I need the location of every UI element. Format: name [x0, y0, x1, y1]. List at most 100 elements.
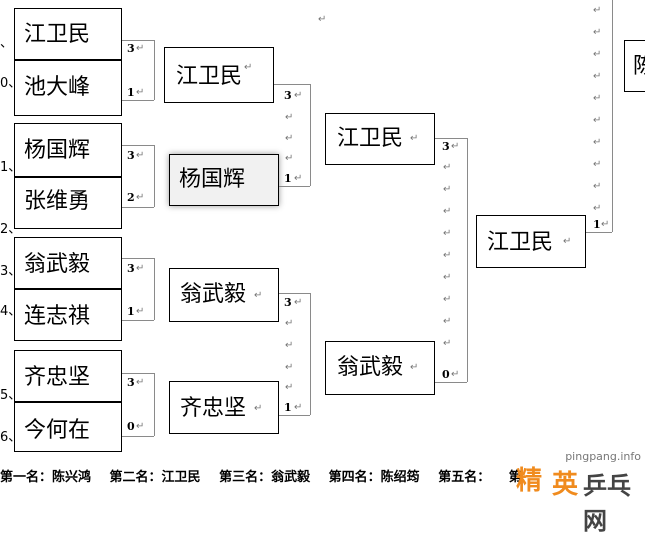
seed-number-4: 2、 [0, 222, 22, 237]
r2-winner-box-4 [169, 381, 279, 434]
r3-winner-name-2: 翁武毅 [337, 355, 404, 380]
para-mark: ↵ [593, 137, 602, 148]
r1-m3-connector-top [122, 258, 154, 259]
r4-score: 1 [593, 218, 601, 231]
r1-m3-score-bottom: 1 [127, 305, 135, 318]
r2-winner-box-1 [164, 47, 274, 103]
para-mark: ↵ [294, 297, 303, 308]
para-mark: ↵ [563, 236, 572, 247]
r2-winner-name-1: 江卫民 [176, 64, 243, 89]
para-mark: ↵ [593, 159, 602, 170]
player-box-2 [14, 60, 122, 116]
para-mark: ↵ [254, 403, 263, 414]
r4-connector-bottom [586, 232, 612, 233]
seed-number-3: 1、 [0, 160, 22, 175]
rank-second: 第二名：江卫民 [109, 470, 201, 485]
r1-m1-connector-bottom [122, 100, 154, 101]
para-mark: ↵ [593, 203, 602, 214]
player-name-2: 池大峰 [24, 75, 91, 100]
para-mark: ↵ [136, 43, 145, 54]
r1-m1-connector-top [122, 40, 154, 41]
para-mark: ↵ [443, 184, 452, 195]
r1-m4-score-top: 3 [127, 376, 135, 389]
seed-number-1: 、 [0, 36, 14, 51]
rank-third: 第三名：翁武毅 [219, 470, 311, 485]
para-mark: ↵ [593, 5, 602, 16]
r3-m1-connector-top [435, 138, 467, 139]
para-mark: ↵ [285, 362, 294, 373]
para-mark: ↵ [136, 377, 145, 388]
final-name-partial: 陈 [633, 54, 645, 79]
player-box-6 [14, 289, 122, 341]
final-box-partial [624, 40, 645, 92]
player-name-8: 今何在 [24, 418, 91, 443]
r3-m1-connector-bottom [435, 382, 467, 383]
para-mark: ↵ [136, 421, 145, 432]
r2-m1-connector-bottom [279, 186, 310, 187]
r3-m1-score-top: 3 [442, 140, 450, 153]
r1-m2-connector-bottom [122, 207, 154, 208]
para-mark: ↵ [451, 141, 460, 152]
para-mark: ↵ [593, 27, 602, 38]
para-mark: ↵ [285, 112, 294, 123]
r1-m2-connector-top [122, 145, 154, 146]
para-mark: ↵ [443, 162, 452, 173]
player-box-1 [14, 8, 122, 60]
player-box-8 [14, 402, 122, 452]
player-box-3 [14, 123, 122, 177]
para-mark: ↵ [443, 250, 452, 261]
para-mark: ↵ [294, 90, 303, 101]
para-mark: ↵ [410, 362, 419, 373]
r2-m1-score-bottom: 1 [284, 172, 292, 185]
para-mark: ↵ [136, 263, 145, 274]
player-box-7 [14, 350, 122, 402]
r2-m2-connector-bottom [279, 415, 310, 416]
r4-winner-name-1: 江卫民 [487, 230, 554, 255]
player-name-5: 翁武毅 [24, 252, 91, 277]
ranking-footer: 第一名：陈兴鸿 第二名：江卫民 第三名：翁武毅 第四名：陈绍筠 第五名： 第 [0, 466, 536, 485]
seed-number-5: 3、 [0, 264, 22, 279]
para-mark: ↵ [136, 306, 145, 317]
para-mark: ↵ [443, 228, 452, 239]
para-mark: ↵ [593, 115, 602, 126]
r1-m2-connector-vertical [154, 145, 155, 207]
para-mark: ↵ [318, 14, 327, 25]
seed-number-7: 5、 [0, 388, 22, 403]
para-mark: ↵ [593, 181, 602, 192]
r2-m2-score-bottom: 1 [284, 401, 292, 414]
player-box-5 [14, 237, 122, 289]
r1-m3-connector-bottom [122, 320, 154, 321]
rank-first: 第一名：陈兴鸿 [0, 470, 92, 485]
para-mark: ↵ [285, 133, 294, 144]
r3-winner-box-1 [325, 113, 435, 165]
para-mark: ↵ [294, 402, 303, 413]
player-name-6: 连志祺 [24, 304, 91, 329]
para-mark: ↵ [443, 294, 452, 305]
para-mark: ↵ [136, 192, 145, 203]
r2-m2-score-top: 3 [284, 296, 292, 309]
seed-number-8: 6、 [0, 430, 22, 445]
r1-m2-score-bottom: 2 [127, 191, 135, 204]
r2-m1-connector-vertical [310, 84, 311, 186]
para-mark: ↵ [601, 219, 610, 230]
rank-fourth: 第四名：陈绍筠 [328, 470, 420, 485]
r2-m1-score-top: 3 [284, 89, 292, 102]
para-mark: ↵ [593, 71, 602, 82]
r2-winner-name-2: 杨国辉 [179, 167, 246, 192]
para-mark: ↵ [451, 369, 460, 380]
para-mark: ↵ [285, 318, 294, 329]
seed-number-6: 4、 [0, 304, 22, 319]
watermark-logo-text: 乒乓网 [583, 472, 631, 535]
r1-m2-score-top: 3 [127, 149, 135, 162]
rank-fifth: 第五名： [438, 470, 491, 485]
r1-m4-connector-vertical [154, 373, 155, 436]
para-mark: ↵ [244, 62, 253, 73]
para-mark: ↵ [443, 338, 452, 349]
r1-m3-connector-vertical [154, 258, 155, 320]
r2-winner-name-4: 齐忠坚 [180, 396, 247, 421]
r2-m1-connector-top [274, 84, 310, 85]
para-mark: ↵ [443, 316, 452, 327]
r1-m4-connector-top [122, 373, 154, 374]
para-mark: ↵ [443, 206, 452, 217]
r4-connector-vertical [612, 0, 613, 232]
